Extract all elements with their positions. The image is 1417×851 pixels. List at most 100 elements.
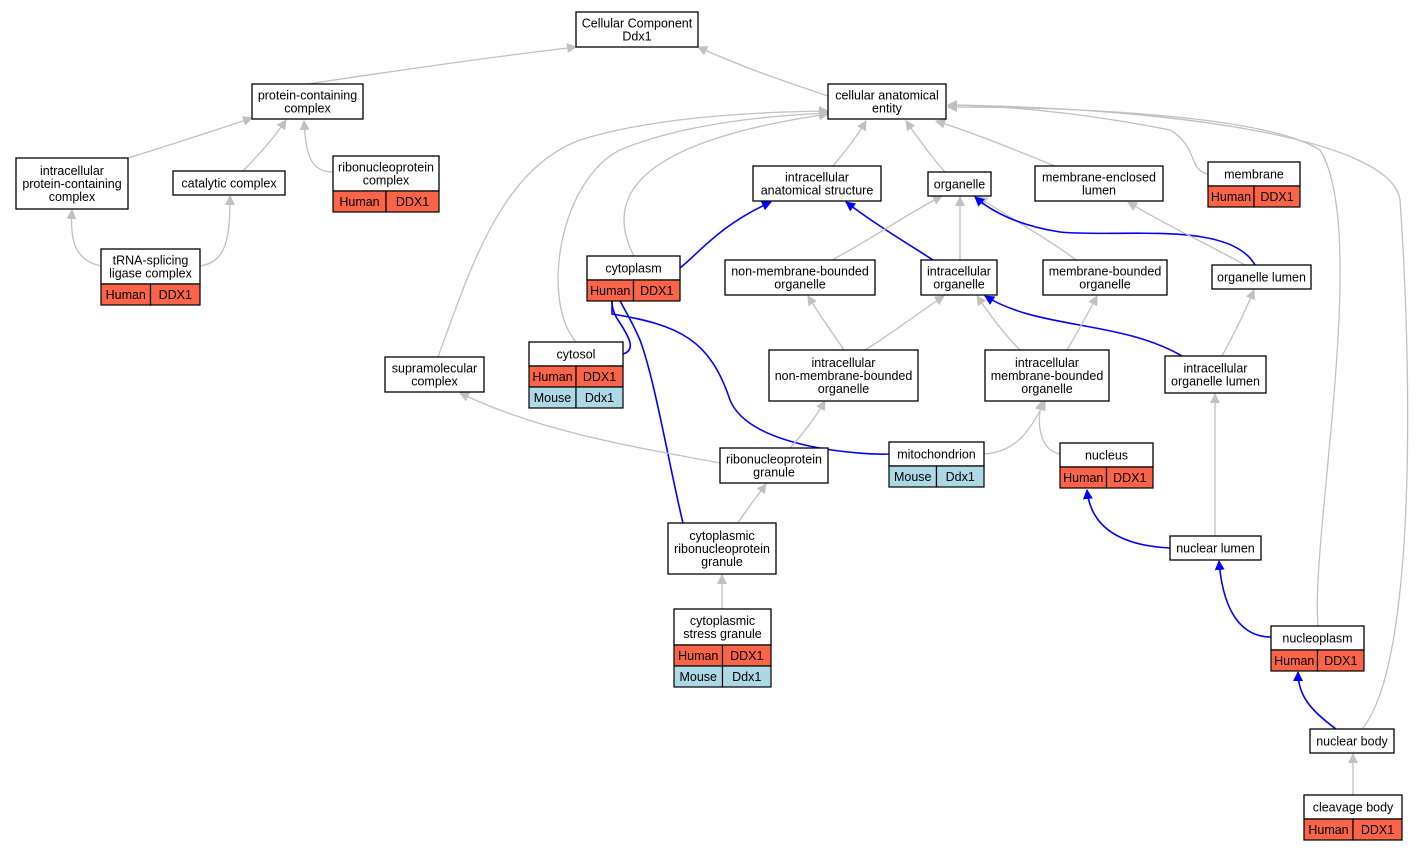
node-label-line: non-membrane-bounded — [775, 369, 913, 383]
node-label-line: ribonucleoprotein — [338, 161, 434, 175]
node-label-line: complex — [363, 174, 410, 188]
node-box — [719, 447, 829, 484]
edge-organelle-to-cellular-anatomical-entity — [905, 120, 946, 173]
node-label-line: organelle — [818, 382, 869, 396]
node-label-line: anatomical structure — [761, 184, 874, 198]
node-box — [1309, 728, 1395, 754]
edge-protein-containing-complex-to-root — [307, 43, 577, 85]
node-organelle[interactable]: organelle — [927, 171, 992, 197]
node-label-line: non-membrane-bounded — [731, 265, 869, 279]
node-label-line: complex — [411, 375, 458, 389]
gene-cell — [1352, 818, 1403, 841]
edge-intracellular-anatomical-structure-to-cellular-anatomical-entity — [832, 120, 867, 167]
node-box — [752, 165, 882, 202]
node-label-line: nucleus — [1085, 449, 1128, 463]
edge-organelle-lumen-to-membrane-enclosed-lumen — [1127, 201, 1246, 266]
gene-cell — [385, 190, 440, 213]
node-box — [920, 259, 998, 296]
node-label-line: ribonucleoprotein — [726, 453, 822, 467]
node-label-line: entity — [872, 102, 903, 116]
species-label: Human — [1211, 190, 1251, 204]
node-label-line: complex — [284, 102, 331, 116]
node-label-line: cleavage body — [1313, 801, 1394, 815]
node-label-line: nuclear lumen — [1176, 542, 1255, 556]
node-box — [1303, 794, 1403, 820]
node-box — [1034, 165, 1164, 202]
species-label: Human — [106, 288, 146, 302]
node-box — [1211, 264, 1312, 290]
node-organelle-lumen[interactable]: organelle lumen — [1211, 264, 1312, 290]
node-label-line: organelle — [933, 278, 984, 292]
node-intracellular-non-membrane-bounded-organelle[interactable]: intracellularnon-membrane-boundedorganel… — [768, 349, 919, 402]
edge-nuclear-body-to-nucleoplasm — [1293, 671, 1337, 730]
edge-intracellular-non-membrane-bounded-organelle-to-non-membrane-bounded-organelle — [807, 295, 845, 351]
node-label-line: catalytic complex — [181, 177, 277, 191]
node-label-line: organelle — [1021, 382, 1072, 396]
node-label-line: intracellular — [40, 164, 104, 178]
edge-mitochondrion-to-intracellular-membrane-bounded-organelle — [983, 400, 1046, 455]
node-label-line: intracellular — [927, 265, 991, 279]
gene-label: DDX1 — [640, 284, 673, 298]
species-label: Human — [532, 370, 572, 384]
node-label-line: intracellular — [812, 356, 876, 370]
gene-cell — [935, 465, 985, 488]
edge-organelle-lumen-to-organelle — [974, 196, 1256, 266]
edge-supramolecular-complex-to-cellular-anatomical-entity — [437, 106, 829, 358]
node-label-line: supramolecular — [392, 362, 477, 376]
species-label: Human — [678, 649, 718, 663]
gene-label: DDX1 — [1324, 654, 1357, 668]
edge-membrane-bounded-organelle-to-organelle — [977, 196, 1077, 261]
node-label-line: complex — [49, 190, 96, 204]
species-label: Human — [1063, 471, 1103, 485]
species-label: Mouse — [534, 391, 572, 405]
node-nuclear-body[interactable]: nuclear body — [1309, 728, 1395, 754]
node-label-line: nuclear body — [1316, 735, 1388, 749]
edge-intracellular-organelle-lumen-to-intracellular-organelle — [984, 295, 1183, 357]
node-label-line: intracellular — [1184, 362, 1248, 376]
gene-cell — [575, 386, 624, 409]
node-label-line: ligase complex — [109, 267, 192, 281]
node-nuclear-lumen[interactable]: nuclear lumen — [1169, 535, 1262, 561]
node-box — [575, 11, 699, 48]
node-label-line: stress granule — [683, 627, 762, 641]
node-box — [586, 255, 681, 281]
edge-ribonucleoprotein-complex-to-protein-containing-complex — [299, 120, 334, 173]
edge-cytosol-to-cellular-anatomical-entity — [557, 108, 829, 343]
node-label-line: cytoplasmic — [690, 614, 755, 628]
gene-label: DDX1 — [1260, 190, 1293, 204]
node-label-line: nucleoplasm — [1282, 632, 1352, 646]
node-box — [724, 259, 876, 296]
node-label-line: organelle — [934, 178, 985, 192]
species-label: Mouse — [894, 470, 932, 484]
edge-ribonucleoprotein-granule-to-supramolecular-complex — [459, 392, 721, 464]
node-box — [927, 171, 992, 197]
node-box — [384, 356, 485, 393]
node-catalytic-complex[interactable]: catalytic complex — [172, 170, 286, 196]
